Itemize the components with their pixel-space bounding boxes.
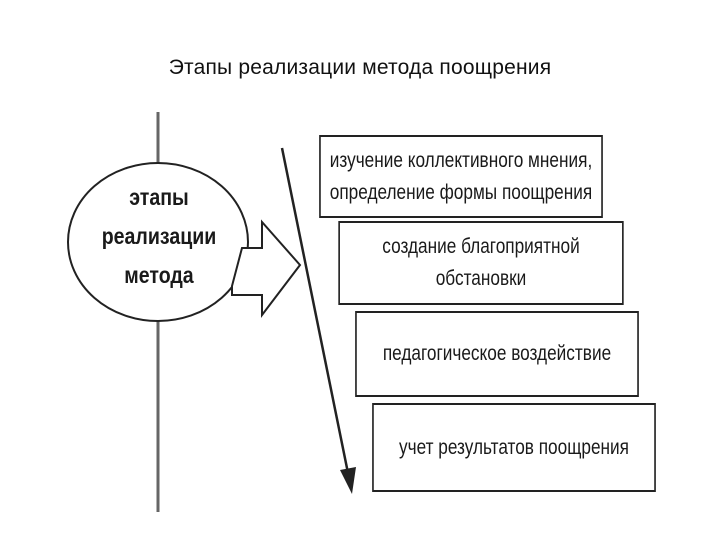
arrowhead-down-icon [340,467,356,494]
central-node-line: этапы [129,184,189,210]
stage-box-4: учет результатов поощрения [372,403,656,492]
central-node-line: метода [124,262,194,288]
stage-text: педагогическое воздействие [382,342,612,365]
stage-text: обстановки [435,267,527,290]
central-ellipse [67,162,249,322]
central-node-line: реализации [101,223,217,249]
stage-text: изучение коллективного мнения, [329,148,593,172]
block-arrow-icon [231,219,302,318]
stage-text: учет результатов поощрения [398,435,629,459]
page-title: Этапы реализации метода поощрения [168,56,552,79]
stage-box-2: создание благоприятной обстановки [338,221,624,305]
central-node-label: этапы реализации метода [87,178,232,295]
stage-text: определение формы поощрения [329,180,593,204]
sequence-arrow-line [280,147,351,479]
stage-text: создание благоприятной [382,235,580,258]
stage-box-1: изучение коллективного мнения, определен… [319,135,603,218]
stage-box-3: педагогическое воздействие [355,311,639,397]
